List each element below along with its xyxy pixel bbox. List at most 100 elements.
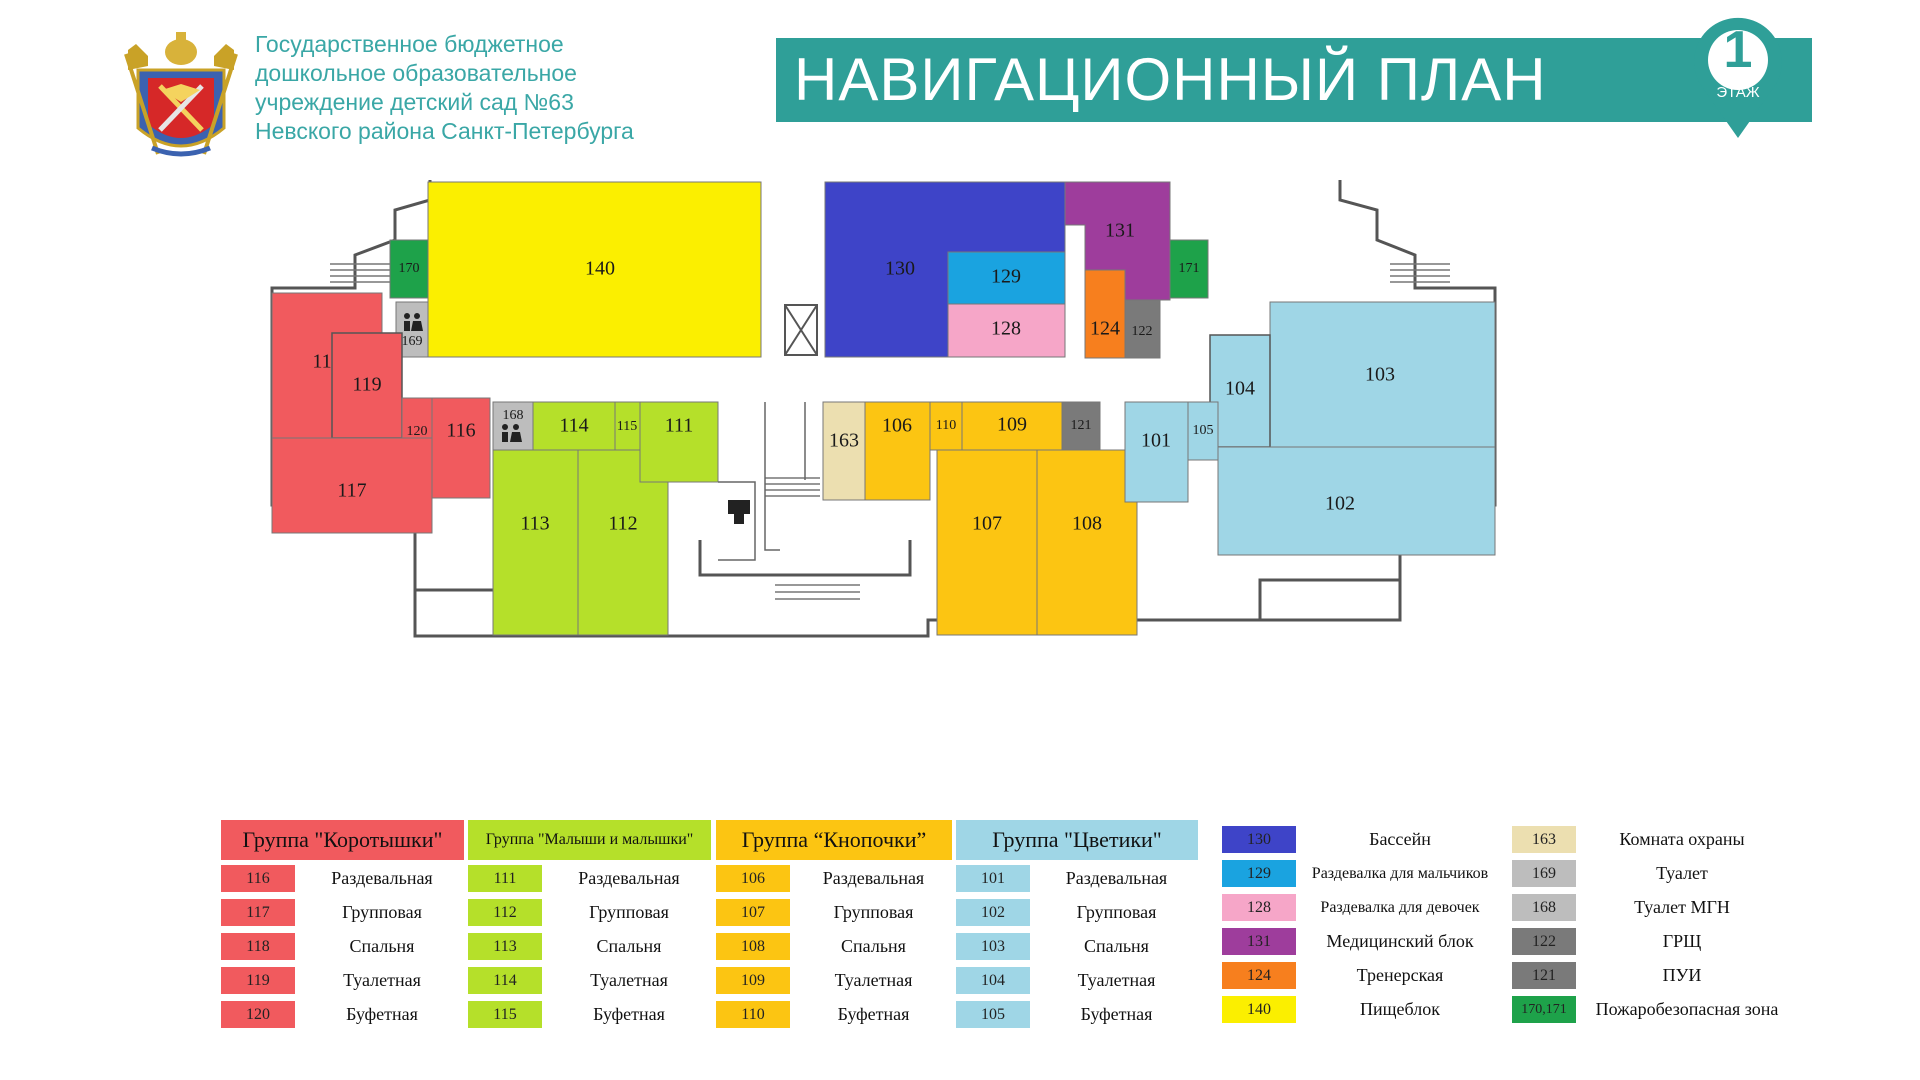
room-102-label: 102 [1325, 493, 1355, 515]
legend-group-knopochki-title: Группа “Кнопочки” [716, 820, 952, 860]
legend-num: 108 [716, 933, 790, 960]
room-109-label: 109 [997, 414, 1027, 436]
legend-group-malyshi-title: Группа "Малыши и малышки" [468, 820, 711, 860]
legend-num: 111 [468, 865, 542, 892]
room-106[interactable] [864, 401, 931, 501]
legend-label: Спальня [841, 936, 906, 956]
room-105[interactable] [1187, 401, 1219, 461]
legend-num: 110 [716, 1001, 790, 1028]
interior-walls [718, 402, 806, 561]
legend-label: Групповая [1076, 902, 1157, 922]
legend-num: 121 [1512, 962, 1576, 989]
room-140[interactable] [427, 181, 762, 358]
legend-num: 117 [221, 899, 295, 926]
room-171[interactable] [1169, 239, 1209, 299]
legend-label: Буфетная [346, 1004, 418, 1024]
title-banner: НАВИГАЦИОННЫЙ ПЛАН [776, 38, 1812, 122]
legend-label: Комната охраны [1619, 829, 1745, 849]
legend-num: 101 [956, 865, 1030, 892]
room-140-label: 140 [585, 258, 615, 280]
room-170[interactable] [389, 239, 429, 299]
org-line-2: дошкольное образовательное [255, 60, 577, 86]
legend-num: 131 [1222, 928, 1296, 955]
room-101[interactable] [1124, 401, 1189, 503]
legend-num: 118 [221, 933, 295, 960]
room-163-label: 163 [829, 430, 859, 452]
legend-num: 115 [468, 1001, 542, 1028]
room-110-label: 110 [936, 418, 956, 433]
legend-num: 113 [468, 933, 542, 960]
legend-label: Буфетная [1080, 1004, 1153, 1024]
legend-label: Раздевальная [822, 868, 925, 888]
legend-label: Туалетная [1077, 970, 1156, 990]
legend-num: 129 [1222, 860, 1296, 887]
organization-name: Государственное бюджетное дошкольное обр… [255, 30, 675, 146]
legend-label: Раздевальная [578, 868, 680, 888]
room-170-label: 170 [399, 261, 420, 276]
legend-num: 122 [1512, 928, 1576, 955]
legend-label: Пищеблок [1360, 999, 1440, 1019]
legend-label: ПУИ [1662, 965, 1702, 985]
page-title: НАВИГАЦИОННЫЙ ПЛАН [794, 46, 1547, 113]
room-106-label: 106 [882, 415, 912, 437]
room-104[interactable] [1209, 334, 1271, 448]
legend-num: 119 [221, 967, 295, 994]
room-102[interactable] [1217, 446, 1496, 556]
legend-label: Бассейн [1369, 829, 1431, 849]
room-116[interactable] [431, 397, 491, 499]
legend-label: ГРЩ [1662, 931, 1702, 951]
room-115[interactable] [614, 401, 641, 451]
room-122[interactable] [1124, 299, 1161, 359]
legend-label: Туалетная [343, 970, 421, 990]
room-122-label: 122 [1132, 324, 1153, 339]
room-104-label: 104 [1225, 378, 1255, 400]
room-112-label: 112 [608, 513, 637, 535]
room-117-label: 117 [337, 480, 366, 502]
legend-num: 128 [1222, 894, 1296, 921]
room-114[interactable] [532, 401, 616, 451]
room-119[interactable] [331, 332, 403, 439]
legend-num: 105 [956, 1001, 1030, 1028]
room-168-label: 168 [503, 408, 524, 423]
room-113[interactable] [492, 449, 579, 636]
room-124[interactable] [1084, 269, 1126, 359]
legend-num: 104 [956, 967, 1030, 994]
room-129[interactable] [947, 251, 1066, 305]
room-130-label: 130 [885, 258, 915, 280]
room-129-label: 129 [991, 266, 1021, 288]
room-108[interactable] [1036, 449, 1138, 636]
room-113-label: 113 [520, 513, 549, 535]
legend-label: Пожаробезопасная зона [1595, 999, 1779, 1019]
org-line-1: Государственное бюджетное [255, 31, 564, 57]
room-103[interactable] [1269, 301, 1496, 448]
legend-label: Раздевальная [331, 868, 433, 888]
legend-num: 124 [1222, 962, 1296, 989]
room-128[interactable] [947, 303, 1066, 358]
legend-label: Туалетная [834, 970, 913, 990]
legend-num: 130 [1222, 826, 1296, 853]
room-111[interactable] [639, 401, 719, 483]
room-109[interactable] [961, 401, 1063, 451]
room-105-label: 105 [1193, 423, 1214, 438]
legend-label: Групповая [833, 902, 914, 922]
room-117[interactable] [271, 437, 433, 534]
legend-label: Спальня [596, 936, 662, 956]
room-163[interactable] [822, 401, 866, 501]
room-128-label: 128 [991, 318, 1021, 340]
legend-num: 170,171 [1512, 996, 1576, 1023]
legend-label: Спальня [1084, 936, 1149, 956]
room-111-label: 111 [665, 415, 694, 437]
room-121[interactable] [1061, 401, 1101, 451]
legend-num: 140 [1222, 996, 1296, 1023]
st-petersburg-coat-of-arms-icon [124, 32, 238, 157]
floor-label: ЭТАЖ [1716, 84, 1760, 101]
legend-label: Групповая [342, 902, 422, 922]
legend-label: Тренерская [1356, 965, 1444, 985]
legend-num: 116 [221, 865, 295, 892]
legend-label: Раздевалка для девочек [1320, 899, 1480, 916]
org-line-3: учреждение детский сад №63 [255, 89, 574, 115]
room-107[interactable] [936, 449, 1038, 636]
legend-label: Буфетная [593, 1004, 665, 1024]
toilet-icon [404, 313, 522, 442]
room-107-label: 107 [972, 513, 1002, 535]
